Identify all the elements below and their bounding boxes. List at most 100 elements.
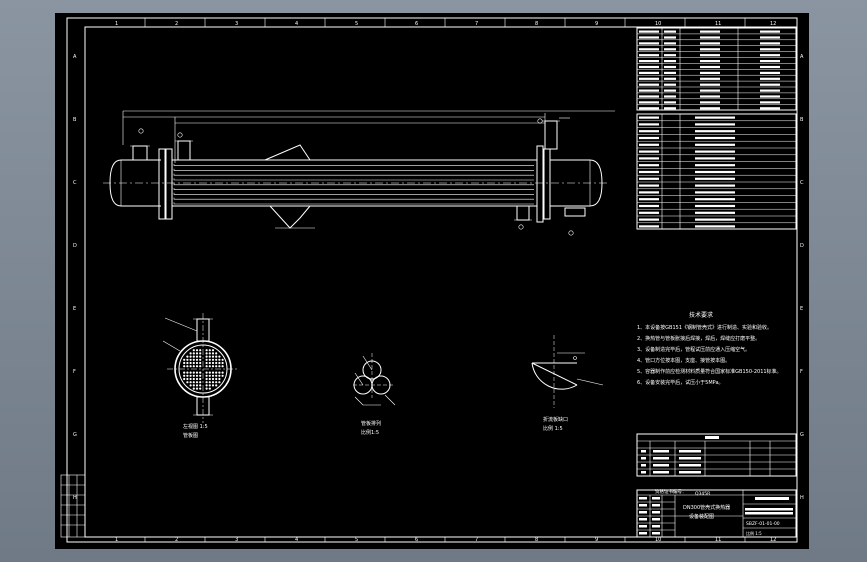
zone-num-bot-4: 4 bbox=[295, 537, 298, 543]
tube-hole bbox=[195, 371, 199, 374]
table-cell-text bbox=[639, 77, 659, 80]
parts-data-table[interactable] bbox=[636, 113, 797, 230]
table-cell-text bbox=[664, 60, 676, 63]
zone-num-bot-1: 1 bbox=[115, 537, 118, 543]
tube-hole bbox=[205, 377, 208, 381]
stamp-label: 资格证书编号： bbox=[655, 488, 687, 495]
tube-hole bbox=[199, 365, 202, 368]
zone-num-top-10: 10 bbox=[655, 21, 661, 27]
design-data-table[interactable] bbox=[636, 27, 797, 111]
zone-letter-right-f: F bbox=[800, 369, 803, 375]
table-cell-text bbox=[664, 48, 676, 51]
tube-hole bbox=[208, 387, 211, 390]
table-cell-text bbox=[639, 83, 659, 86]
table-cell-text bbox=[639, 42, 659, 45]
tube-hole bbox=[208, 381, 211, 384]
table-cell-text bbox=[664, 89, 676, 92]
tube-hole bbox=[221, 374, 224, 377]
tube-hole bbox=[195, 361, 199, 365]
zone-letter-left-g: G bbox=[73, 432, 77, 438]
detail-sublabel: 比例 1:5 bbox=[543, 425, 563, 432]
tube-hole bbox=[221, 358, 224, 361]
tube-hole bbox=[192, 371, 195, 374]
tube-hole bbox=[215, 358, 218, 361]
table-cell-text bbox=[639, 116, 659, 119]
tube-hole bbox=[218, 365, 221, 368]
tube-hole bbox=[195, 358, 199, 361]
table-cell-text bbox=[639, 204, 659, 208]
table-cell-text bbox=[664, 83, 676, 86]
tube-hole bbox=[192, 384, 195, 387]
table-cell-text bbox=[639, 60, 659, 63]
tube-hole bbox=[215, 384, 218, 387]
table-cell-text bbox=[700, 89, 720, 92]
table-cell-text bbox=[639, 225, 659, 228]
note-2: 2、换热管与管板胀接后焊接，焊后，焊缝应打磨平整。 bbox=[637, 335, 760, 342]
title-block[interactable] bbox=[636, 489, 797, 538]
tube-hole bbox=[189, 371, 192, 374]
tube-holes bbox=[183, 349, 224, 390]
table-cell-text bbox=[639, 143, 659, 146]
tube-hole bbox=[205, 349, 208, 352]
tube-hole bbox=[199, 371, 202, 374]
table-cell-text bbox=[760, 42, 780, 45]
zone-num-top-12: 12 bbox=[770, 21, 776, 27]
table-cell-text bbox=[639, 136, 659, 140]
zone-num-bot-9: 9 bbox=[595, 537, 598, 543]
tube-hole bbox=[199, 374, 202, 377]
tube-hole bbox=[208, 358, 211, 361]
table-cell-text bbox=[700, 71, 720, 74]
table-cell-text bbox=[760, 77, 780, 80]
table-cell-text bbox=[700, 77, 720, 80]
tube-hole bbox=[192, 361, 195, 365]
table-cell-text bbox=[760, 30, 780, 33]
table-cell-text bbox=[700, 95, 720, 98]
tube-hole bbox=[215, 381, 218, 384]
note-6: 6、设备安装完毕后，试压小于5MPa。 bbox=[637, 379, 724, 386]
tubesheet-section-view[interactable] bbox=[162, 313, 239, 423]
tube-hole bbox=[205, 352, 208, 355]
tube-hole bbox=[205, 384, 208, 387]
heat-exchanger-elevation[interactable] bbox=[103, 110, 615, 236]
table-cell-text bbox=[700, 60, 720, 63]
zone-num-top-7: 7 bbox=[475, 21, 478, 27]
drawing-sheet[interactable]: 1 2 3 4 5 6 7 8 9 10 11 12 1 2 3 4 5 6 7… bbox=[55, 13, 809, 549]
tube-hole bbox=[208, 374, 211, 377]
table-cell-text bbox=[695, 157, 735, 160]
tube-hole bbox=[211, 349, 215, 352]
baffle-detail[interactable] bbox=[531, 335, 604, 408]
drawing-canvas[interactable]: 1 2 3 4 5 6 7 8 9 10 11 12 1 2 3 4 5 6 7… bbox=[55, 13, 809, 549]
zone-num-bot-2: 2 bbox=[175, 537, 178, 543]
table-cell-text bbox=[695, 150, 735, 153]
tube-hole bbox=[211, 355, 215, 358]
tube-hole bbox=[195, 374, 199, 377]
table-cell-text bbox=[639, 191, 659, 194]
section-view-label: 左视图 1:5 bbox=[183, 423, 208, 430]
table-cell-text bbox=[695, 170, 735, 174]
table-cell-text bbox=[639, 184, 659, 187]
table-cell-text bbox=[695, 198, 735, 201]
tube-hole bbox=[215, 371, 218, 374]
note-3: 3、设备制造完毕后，管程试压前应通入压缩空气。 bbox=[637, 346, 750, 353]
table-cell-text bbox=[760, 89, 780, 92]
tube-layout-detail[interactable] bbox=[353, 353, 396, 406]
table-cell-text bbox=[695, 136, 735, 140]
tube-hole bbox=[189, 355, 192, 358]
tube-hole bbox=[211, 381, 215, 384]
tube-hole bbox=[205, 365, 208, 368]
tube-hole bbox=[189, 361, 192, 365]
table-cell-text bbox=[700, 107, 720, 110]
tube-hole bbox=[186, 377, 189, 381]
table-cell-text bbox=[639, 150, 659, 153]
nozzle-table[interactable] bbox=[636, 433, 797, 477]
scale-label: 比例 1:5 bbox=[746, 530, 762, 536]
table-cell-text bbox=[639, 65, 659, 69]
tube-hole bbox=[199, 381, 202, 384]
tube-hole bbox=[192, 381, 195, 384]
tube-hole bbox=[199, 352, 202, 355]
zone-num-bot-11: 11 bbox=[715, 537, 721, 543]
tube-hole bbox=[205, 381, 208, 384]
tube-hole bbox=[189, 384, 192, 387]
section-view-sublabel: 管板图 bbox=[183, 432, 198, 439]
